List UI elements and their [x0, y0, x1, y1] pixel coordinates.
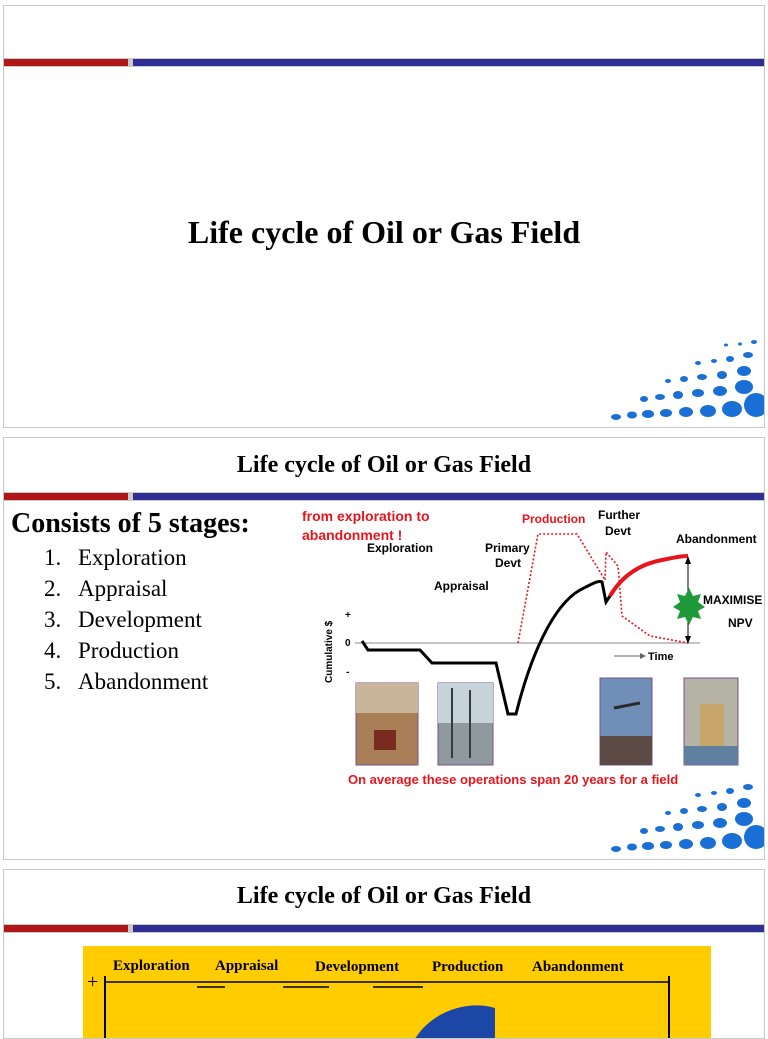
- phase-appraisal: Appraisal: [215, 958, 278, 974]
- cash-flow-shape: [415, 1005, 495, 1038]
- y-tick-plus: +: [345, 610, 351, 621]
- list-item: 4.Production: [44, 638, 179, 663]
- y-axis-label: Cumulative $: [324, 620, 335, 683]
- label-abandonment: Abandonment: [676, 532, 757, 546]
- title-slide: Life cycle of Oil or Gas Field: [3, 5, 765, 428]
- phase-timeline: + Exploration Appraisal Development Prod…: [87, 958, 670, 1038]
- slide-title: Life cycle of Oil or Gas Field: [236, 452, 532, 478]
- photo-exploration-truck: [355, 682, 419, 766]
- further-devt-curve: [608, 554, 689, 598]
- dot-pattern-decoration: [611, 784, 764, 852]
- label-maximise: MAXIMISE: [703, 593, 762, 607]
- maximise-star-icon: [673, 588, 705, 625]
- header-stripe: [4, 492, 764, 501]
- photo-abandonment-platform: [683, 677, 739, 766]
- y-tick-minus: -: [346, 667, 349, 678]
- label-production: Production: [522, 512, 585, 526]
- list-item: 3.Development: [44, 607, 202, 632]
- phase-production: Production: [432, 959, 504, 975]
- list-item: 2.Appraisal: [44, 576, 168, 601]
- headline-line1: from exploration to: [302, 508, 430, 524]
- label-primary-devt-2: Devt: [495, 556, 521, 570]
- stages-list: 1.Exploration 2.Appraisal 3.Development …: [44, 542, 208, 697]
- slide-title: Life cycle of Oil or Gas Field: [236, 883, 532, 909]
- plus-mark: +: [87, 971, 98, 993]
- photo-appraisal-rig: [437, 682, 494, 766]
- header-stripe: [4, 58, 764, 67]
- list-item: 5.Abandonment: [44, 669, 209, 694]
- label-appraisal: Appraisal: [434, 579, 489, 593]
- photo-production-pumpjack: [599, 677, 653, 766]
- label-exploration: Exploration: [367, 541, 433, 555]
- phase-development: Development: [315, 959, 399, 975]
- stages-heading: Consists of 5 stages:: [11, 508, 250, 539]
- headline-line2: abandonment !: [302, 527, 402, 543]
- stages-slide: Life cycle of Oil or Gas Field Consists …: [3, 437, 765, 860]
- diagram-footer: On average these operations span 20 year…: [348, 772, 678, 787]
- dot-pattern-decoration: [611, 340, 764, 420]
- phases-slide: Life cycle of Oil or Gas Field + Explora…: [3, 869, 765, 1039]
- phase-timeline-panel: + Exploration Appraisal Development Prod…: [83, 946, 711, 1038]
- phase-abandonment: Abandonment: [532, 959, 624, 975]
- label-further-devt: Further: [598, 508, 640, 522]
- y-tick-zero: 0: [345, 638, 351, 649]
- header-stripe: [4, 924, 764, 933]
- phase-exploration: Exploration: [113, 958, 190, 974]
- lifecycle-diagram: from exploration to abandonment ! Explor…: [302, 508, 762, 787]
- list-item: 1.Exploration: [44, 545, 187, 570]
- label-primary-devt: Primary: [485, 541, 530, 555]
- label-npv: NPV: [728, 616, 753, 630]
- slide-title: Life cycle of Oil or Gas Field: [187, 214, 581, 250]
- cumulative-cash-curve: [360, 580, 612, 716]
- x-axis-label: Time: [648, 651, 673, 663]
- label-further-devt-2: Devt: [605, 524, 631, 538]
